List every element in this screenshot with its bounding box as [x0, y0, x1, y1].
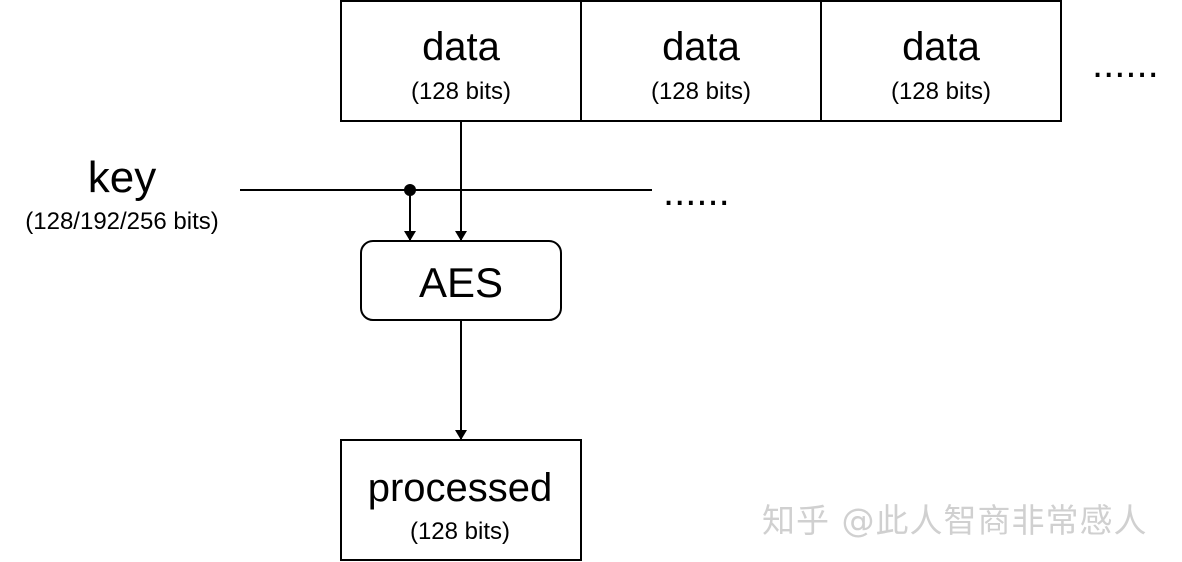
key-title: key	[88, 153, 156, 202]
aes-label: AES	[419, 259, 503, 306]
data-block-size: (128 bits)	[411, 78, 511, 105]
key-label: key (128/192/256 bits)	[25, 153, 218, 235]
data-block-size: (128 bits)	[891, 78, 991, 105]
key-ellipsis: ......	[663, 170, 730, 214]
output-size: (128 bits)	[410, 518, 510, 545]
output-title: processed	[368, 466, 553, 510]
data-block: data (128 bits)	[580, 0, 822, 122]
data-block-title: data	[902, 25, 981, 69]
data-block: data (128 bits)	[820, 0, 1062, 122]
output-block: processed (128 bits)	[340, 439, 582, 561]
data-blocks-row: data (128 bits) data (128 bits) data (12…	[340, 0, 1159, 122]
aes-block: AES	[360, 240, 562, 321]
data-block-title: data	[422, 25, 501, 69]
data-ellipsis: ......	[1092, 42, 1159, 86]
data-block-title: data	[662, 25, 741, 69]
key-size: (128/192/256 bits)	[25, 208, 218, 235]
watermark-text: 知乎 @此人智商非常感人	[762, 501, 1148, 540]
data-block: data (128 bits)	[340, 0, 582, 122]
data-block-size: (128 bits)	[651, 78, 751, 105]
